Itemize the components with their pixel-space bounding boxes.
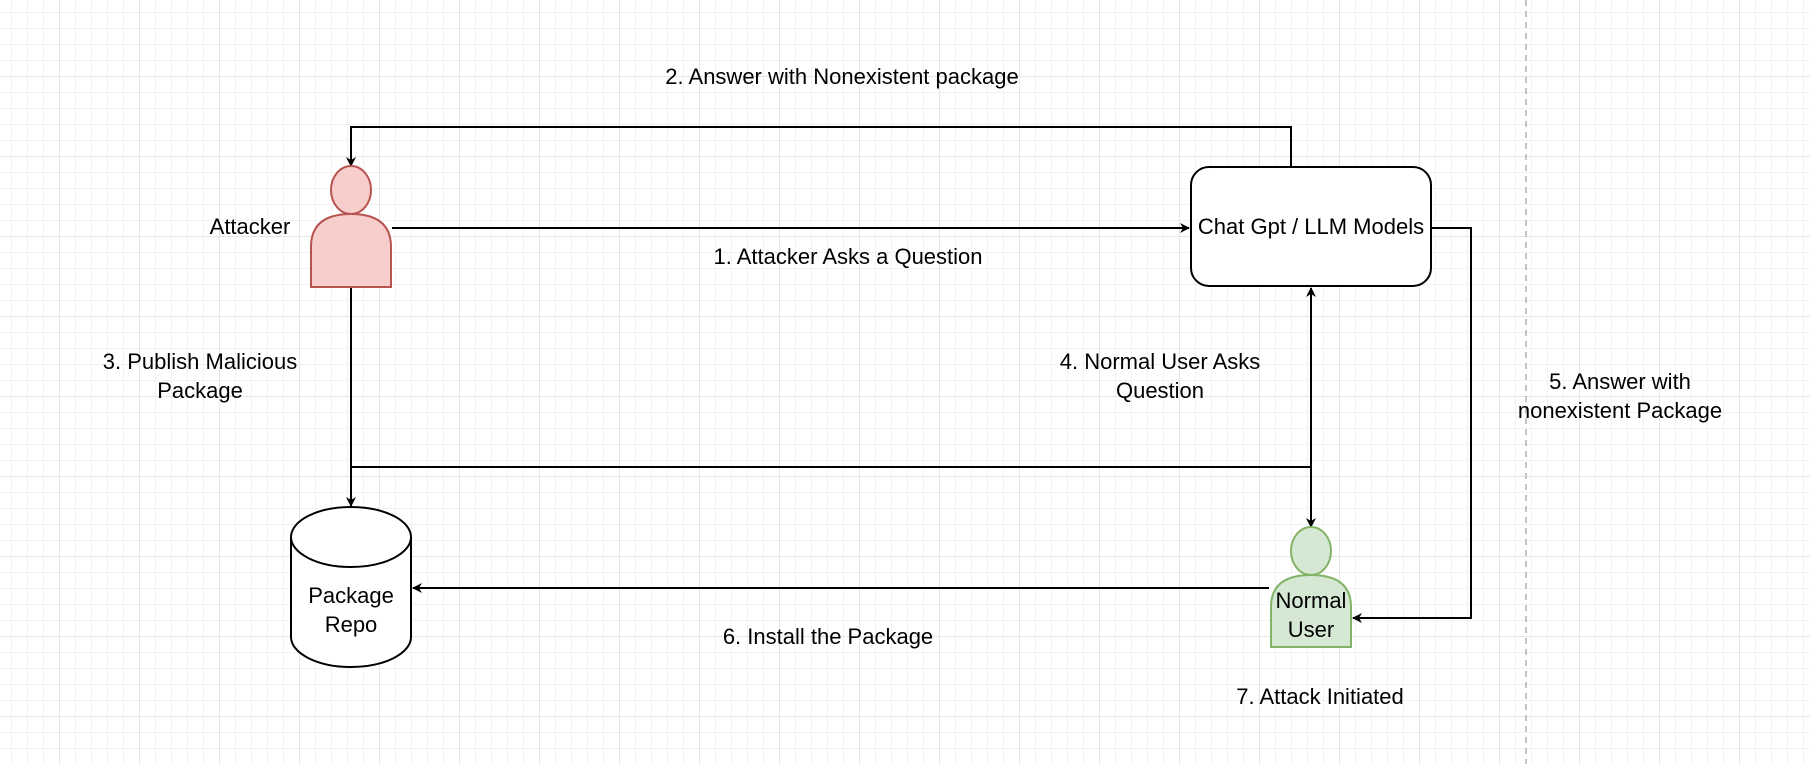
- llm-label: Chat Gpt / LLM Models: [1197, 214, 1425, 239]
- user-body: [1270, 573, 1352, 648]
- user-head: [1290, 526, 1332, 576]
- normal-user-actor[interactable]: [1270, 526, 1352, 648]
- package-repo-cylinder[interactable]: [290, 506, 412, 668]
- edge-llm-to-attacker[interactable]: [346, 126, 1292, 167]
- attacker-body: [310, 212, 392, 288]
- repo-label: Package Repo: [308, 583, 394, 637]
- repo-top: [290, 506, 412, 568]
- step-2-label: 2. Answer with Nonexistent package: [665, 64, 1019, 89]
- edge-llm-to-user[interactable]: [1352, 227, 1472, 623]
- repo-body: [290, 537, 412, 668]
- attacker-label: Attacker: [209, 214, 291, 239]
- step-1-label: 1. Attacker Asks a Question: [713, 244, 983, 269]
- step-7-label: 7. Attack Initiated: [1236, 684, 1404, 709]
- step-5-label: 5. Answer with nonexistent Package: [1517, 369, 1723, 423]
- llm-box[interactable]: [1190, 166, 1432, 287]
- attacker-head: [330, 165, 372, 215]
- step-4-label: 4. Normal User Asks Question: [1059, 349, 1261, 403]
- step-3-label: 3. Publish Malicious Package: [102, 349, 298, 403]
- step-6-label: 6. Install the Package: [722, 624, 934, 649]
- user-label: Normal User: [1275, 588, 1347, 642]
- attacker-actor[interactable]: [310, 165, 392, 288]
